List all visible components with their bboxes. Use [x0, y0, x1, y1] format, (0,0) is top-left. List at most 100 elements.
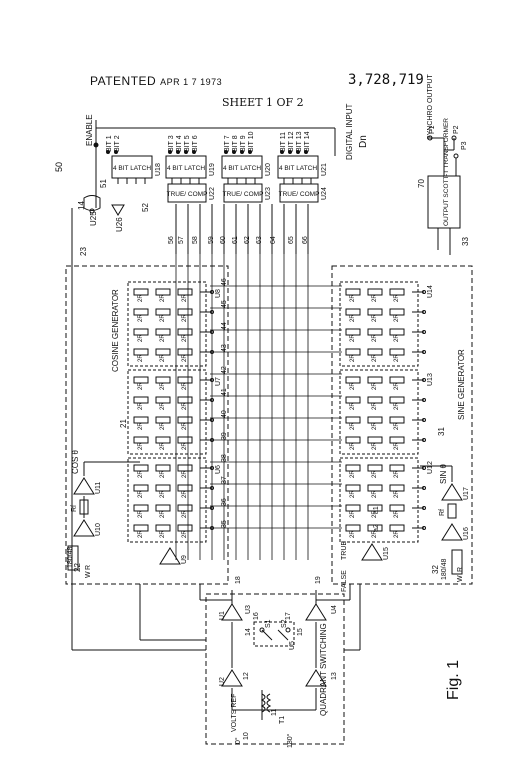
cos-resistor — [177, 288, 193, 296]
sin-u17-label: U17 — [463, 487, 470, 500]
patent-date: APR 1 7 1973 — [160, 77, 223, 87]
sin-resistor — [389, 396, 405, 404]
sin-resistor-label: 2R — [350, 334, 356, 342]
u25-label: U25 — [89, 211, 98, 226]
bit-terminal — [114, 150, 118, 154]
cos-tap-43: 43 — [221, 344, 228, 352]
sin-resistor — [345, 348, 361, 356]
sin-resistor — [345, 436, 361, 444]
latch-label: 4 BIT LATCH — [167, 165, 205, 172]
latch-ref: U19 — [209, 163, 216, 176]
cos-resistor — [177, 396, 193, 404]
cos-u9-label: U9 — [181, 555, 188, 564]
latch-label: 4 BIT LATCH — [113, 165, 151, 172]
cos-resistor — [177, 436, 193, 444]
comp-1 — [167, 183, 207, 203]
cos-resistor-label: 2R — [160, 470, 166, 478]
cos-resistor-label: 2R — [182, 334, 188, 342]
sin-unit-U13 — [339, 369, 419, 455]
comp-2 — [223, 183, 263, 203]
cos-resistor-label: 2R — [160, 294, 166, 302]
sin-w-label: W — [457, 575, 464, 582]
sin-u16-label: U16 — [463, 527, 470, 540]
sin-resistor-label: 2R — [394, 402, 400, 410]
cos-resistor-label: 2R — [182, 422, 188, 430]
sin-resistor — [367, 376, 383, 384]
transformer-ref: 70 — [417, 179, 426, 188]
quadrant-ref-S1: S1 — [265, 619, 272, 628]
cos-resistor — [155, 416, 171, 424]
bus-ref-57: 57 — [178, 236, 185, 244]
sin-resistor-label: 2R — [372, 510, 378, 518]
cos-tap-38: 38 — [221, 454, 228, 462]
cos-rf-label: Rf — [71, 505, 78, 512]
cos-resistor-label: 2R — [182, 490, 188, 498]
cos-resistor-label: 2R — [160, 382, 166, 390]
sin-resistor — [389, 376, 405, 384]
cos-resistor-label: 2R — [138, 470, 144, 478]
deg0-label: 0° — [234, 737, 242, 744]
quadrant-ref-11: 11 — [271, 709, 278, 716]
sin-resistor-label: 2R — [394, 334, 400, 342]
bit-terminal — [304, 150, 308, 154]
sin-resistor — [367, 416, 383, 424]
p1-label: P1 — [429, 125, 436, 134]
sine-generator-label: SINE GENERATOR — [457, 349, 466, 420]
quadrant-ref-12: 12 — [243, 672, 250, 680]
p2-label: P2 — [453, 125, 460, 134]
sin-resistor — [367, 464, 383, 472]
comp-ref: U22 — [209, 187, 216, 200]
quadrant-ref-15: 15 — [297, 628, 304, 636]
sin-resistor-label: 2R — [350, 442, 356, 450]
cos-resistor — [133, 348, 149, 356]
cos-tap-42: 42 — [221, 366, 228, 374]
quadrant-ref-14: 14 — [245, 628, 252, 636]
digital-input-label: DIGITAL INPUT — [345, 103, 354, 160]
cos-resistor — [177, 308, 193, 316]
quadrant-ref-S2: S2 — [281, 619, 288, 628]
cos-resistor-label: 2R — [138, 490, 144, 498]
sin-resistor — [367, 288, 383, 296]
bus-ref-65: 65 — [288, 236, 295, 244]
sin-resistor — [389, 484, 405, 492]
cos-resistor-label: 2R — [182, 354, 188, 362]
bit-label-10: BIT 10 — [248, 131, 255, 152]
sin-unit-label: U13 — [427, 373, 434, 386]
sin-resistor-label: 2R — [394, 382, 400, 390]
sin-resistor-label: 2R — [372, 334, 378, 342]
cos-resistor-label: 2R — [182, 530, 188, 538]
sin-resistor — [367, 348, 383, 356]
sin-theta-label: SIN θ — [439, 463, 448, 484]
cos-resistor-label: 2R — [182, 470, 188, 478]
cos-resistor-label: 2R — [160, 510, 166, 518]
sin-resistor — [367, 396, 383, 404]
buffer-u26 — [111, 204, 125, 216]
cos-resistor — [155, 328, 171, 336]
sin-resistor — [389, 328, 405, 336]
cos-u11-label: U11 — [95, 482, 102, 494]
cos-tap-46: 46 — [221, 278, 228, 286]
sin-resistor — [345, 524, 361, 532]
cos-resistor — [155, 288, 171, 296]
enable-label: ENABLE — [85, 114, 94, 146]
bit-label-5: BIT 5 — [184, 135, 191, 152]
sin-resistor-label: 2R — [372, 354, 378, 362]
cos-resistor — [133, 416, 149, 424]
cos-tap-39: 39 — [221, 432, 228, 440]
sin-resistor — [367, 308, 383, 316]
ref-51: 51 — [99, 179, 108, 188]
sin-resistor-label: 2R — [350, 470, 356, 478]
cos-unit-U8 — [127, 281, 207, 367]
cos-theta-label: COS θ — [71, 449, 80, 474]
cos-tap-44: 44 — [221, 322, 228, 330]
cos-resistor-label: 2R — [160, 530, 166, 538]
comp-ref: U24 — [321, 187, 328, 200]
bit-label-4: BIT 4 — [176, 135, 183, 152]
quadrant-ref-U3: U3 — [245, 605, 252, 614]
bit-label-7: BIT 7 — [224, 135, 231, 152]
bit-label-11: BIT 11 — [280, 132, 287, 152]
cos-resistor-label: 2R — [160, 334, 166, 342]
